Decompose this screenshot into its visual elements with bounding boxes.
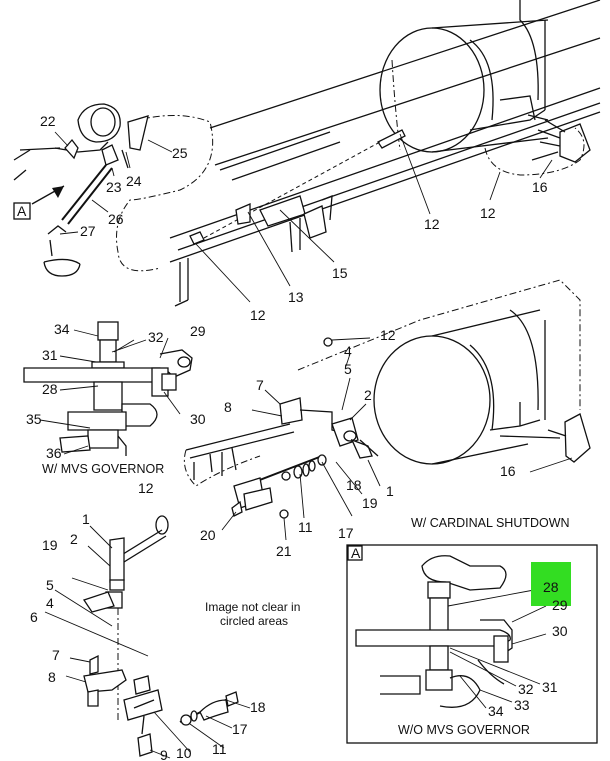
callout-8: 8 [48,669,56,685]
highlight-box-part-28 [531,562,571,606]
callout-29: 29 [190,323,206,339]
callout-36: 36 [46,445,62,461]
callout-11: 11 [212,741,227,757]
shutdown-solenoid-top [531,119,591,163]
callout-26: 26 [108,211,124,227]
callout-1: 1 [82,511,90,527]
mvs-governor-assembly [23,321,193,456]
arrow-to-view-a [13,185,65,220]
frame-rail-top [169,0,601,307]
callout-12: 12 [250,307,266,323]
caption-wo-mvs-governor: W/O MVS GOVERNOR [398,723,530,737]
callout-29: 29 [552,597,568,613]
callout-4: 4 [46,595,54,611]
callout-labels: 22 25 23 24 26 27 12 12 16 12 13 15 A 34… [17,113,570,761]
callout-11: 11 [298,519,313,535]
leader-lines-top [54,131,553,303]
callout-31: 31 [542,679,558,695]
callout-9: 9 [160,747,168,761]
exploded-linkage-bottom [44,515,251,759]
callout-2: 2 [364,387,372,403]
inset-label-a: A [351,545,361,561]
note-image-unclear-2: circled areas [220,614,288,628]
callout-8: 8 [224,399,232,415]
callout-1: 1 [386,483,394,499]
callout-5: 5 [46,577,54,593]
callout-35: 35 [26,411,42,427]
shutdown-cable-linkage [183,337,381,541]
note-image-unclear-1: Image not clear in [205,600,300,614]
callout-12: 12 [138,480,154,496]
callout-18: 18 [250,699,266,715]
callout-16: 16 [500,463,516,479]
fuel-tank-middle [297,279,591,473]
detail-circles-top [116,59,585,272]
callout-34: 34 [54,321,70,337]
callout-15: 15 [332,265,348,281]
callout-25: 25 [172,145,188,161]
callout-24: 24 [126,173,142,189]
callout-28-highlighted: 28 [543,579,559,595]
callout-6: 6 [30,609,38,625]
callout-4: 4 [344,343,352,359]
callout-31: 31 [42,347,58,363]
callout-22: 22 [40,113,56,129]
callout-12: 12 [424,216,440,232]
callout-30: 30 [190,411,206,427]
callout-7: 7 [52,647,60,663]
callout-19: 19 [362,495,378,511]
callout-17: 17 [232,721,248,737]
callout-21: 21 [276,543,292,559]
callout-32: 32 [148,329,164,345]
callout-16: 16 [532,179,548,195]
view-label-a: A [17,203,27,219]
callout-12: 12 [480,205,496,221]
callout-12: 12 [380,327,396,343]
callout-34: 34 [488,703,504,719]
inset-view-a [346,544,598,744]
fuel-tank-top [379,0,549,153]
caption-mvs-governor: W/ MVS GOVERNOR [42,462,164,476]
callout-28: 28 [42,381,58,397]
callout-2: 2 [70,531,78,547]
callout-18: 18 [346,477,362,493]
callout-33: 33 [514,697,530,713]
callout-23: 23 [106,179,122,195]
callout-7: 7 [256,377,264,393]
callout-27: 27 [80,223,96,239]
callout-32: 32 [518,681,534,697]
callout-19: 19 [42,537,58,553]
caption-cardinal-shutdown: W/ CARDINAL SHUTDOWN [411,516,570,530]
callout-30: 30 [552,623,568,639]
callout-20: 20 [200,527,216,543]
callout-17: 17 [338,525,354,541]
callout-13: 13 [288,289,304,305]
throttle-linkage-view-a [13,103,149,277]
callout-10: 10 [176,745,192,761]
fuel-line-fittings-top [189,129,406,253]
callout-5: 5 [344,361,352,377]
